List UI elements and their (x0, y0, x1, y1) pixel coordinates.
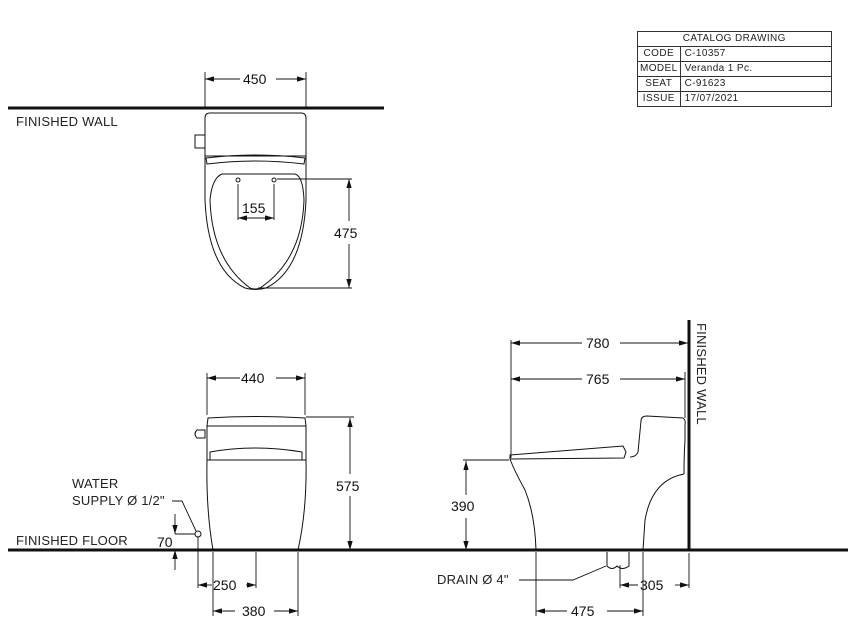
dim-seat-length: 765 (586, 371, 610, 387)
seat-front (209, 447, 303, 461)
drain-pipe (606, 552, 630, 569)
title-value: Veranda 1 Pc. (679, 61, 832, 77)
water-supply-outlet (194, 530, 202, 538)
front-view (8, 373, 848, 616)
dim-base-width: 380 (242, 603, 266, 619)
drain-label: DRAIN Ø 4" (437, 572, 509, 587)
dim-bowl-length: 475 (334, 225, 358, 241)
dim-bolt-spacing: 155 (242, 200, 266, 216)
title-block-row: CODE C-10357 (637, 46, 832, 62)
dim-supply-offset: 250 (213, 577, 237, 593)
tank-side (640, 415, 686, 475)
top-wall-label: FINISHED WALL (16, 114, 118, 129)
body-front-curve (509, 458, 537, 551)
bowl-outline (204, 156, 307, 290)
body-rear-curve (642, 473, 685, 551)
title-block-row: MODEL Veranda 1 Pc. (637, 61, 832, 77)
title-block: CATALOG DRAWING CODE C-10357 MODEL Veran… (637, 31, 832, 107)
dim-height: 575 (336, 478, 360, 494)
seat-outline (209, 173, 305, 290)
body-front (206, 459, 307, 551)
dim-supply-height: 70 (157, 534, 173, 550)
title-value: C-10357 (679, 46, 832, 62)
floor-label: FINISHED FLOOR (16, 533, 128, 548)
bolt-hole-left (235, 177, 241, 183)
side-wall-label: FINISHED WALL (694, 323, 709, 425)
flush-lever (194, 429, 206, 439)
bolt-hole-right (271, 177, 277, 183)
dim-rough-in: 305 (640, 577, 664, 593)
dim-overall-length: 780 (586, 335, 610, 351)
title-value: 17/07/2021 (679, 91, 832, 107)
dim-seat-height: 390 (451, 498, 475, 514)
title-block-row: SEAT C-91623 (637, 76, 832, 92)
dim-width-front: 440 (241, 370, 265, 386)
title-key: CODE (637, 46, 681, 62)
seat-side (509, 445, 627, 460)
title-block-row: ISSUE 17/07/2021 (637, 91, 832, 107)
title-key: MODEL (637, 61, 681, 77)
water-supply-label-1: WATER (72, 476, 119, 491)
side-view (463, 320, 691, 616)
top-view (8, 72, 384, 290)
dim-width-top: 450 (243, 71, 267, 87)
tank-top (204, 112, 307, 157)
title-key: ISSUE (637, 91, 681, 107)
tank-lip (205, 154, 306, 165)
tank-lid (206, 416, 307, 427)
flush-lever (194, 134, 206, 149)
dim-base-length: 475 (571, 603, 595, 619)
title-block-header: CATALOG DRAWING (637, 31, 832, 47)
title-value: C-91623 (679, 76, 832, 92)
title-key: SEAT (637, 76, 681, 92)
water-supply-label-2: SUPPLY Ø 1/2" (72, 493, 165, 508)
